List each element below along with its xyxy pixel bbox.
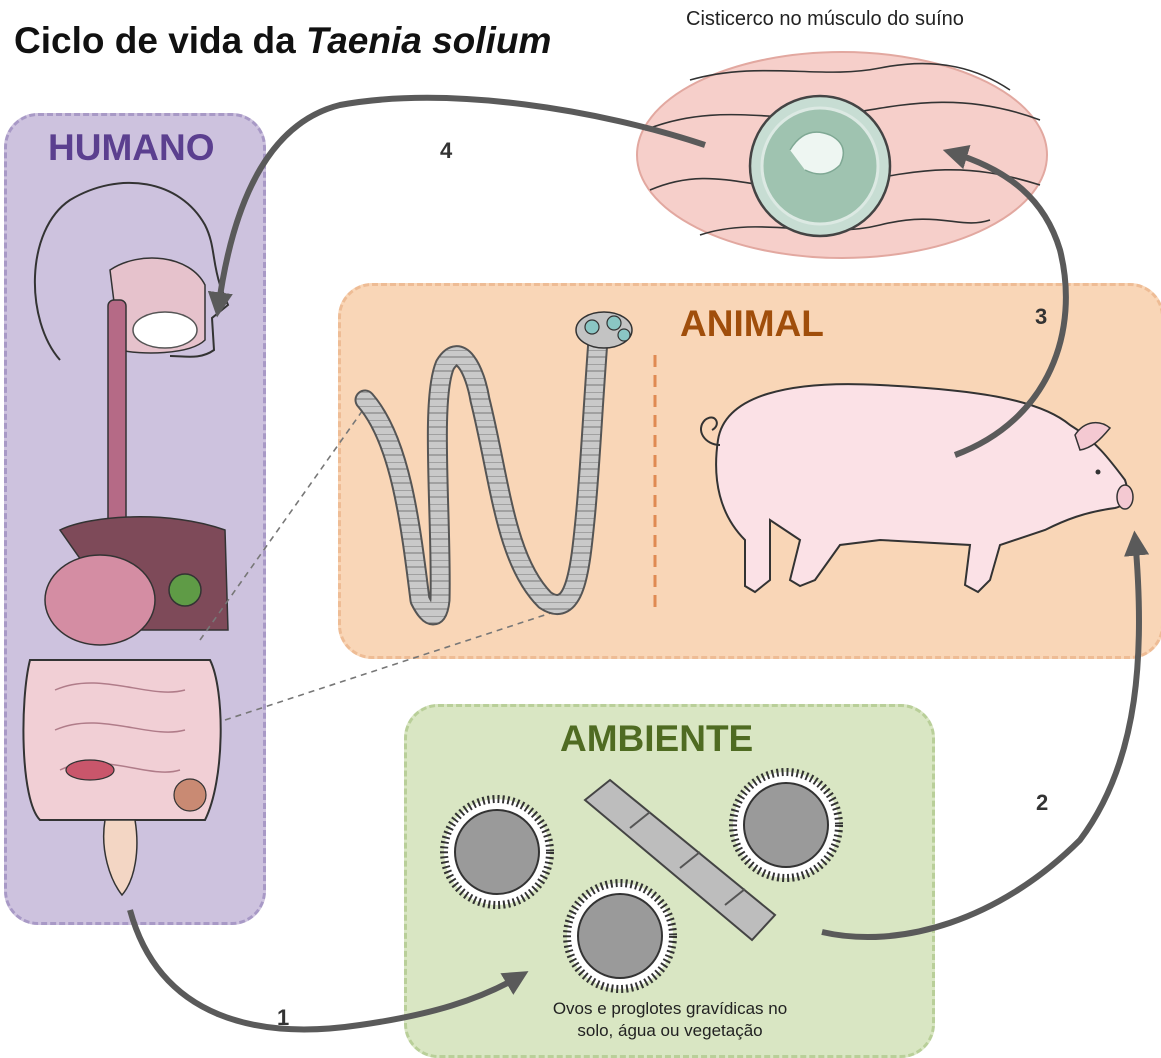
page-title: Ciclo de vida da Taenia solium [14, 20, 551, 62]
egg [733, 772, 839, 878]
pig [701, 384, 1133, 592]
step-4-label: 4 [440, 138, 452, 164]
title-species: Taenia solium [306, 20, 551, 61]
pig-muscle-cysticercus [637, 52, 1047, 258]
egg [567, 883, 673, 989]
zoom-line-top [200, 400, 370, 640]
environment-panel-title: AMBIENTE [560, 718, 753, 760]
arrow-step-1 [130, 910, 522, 1029]
step-1-label: 1 [277, 1005, 289, 1031]
animal-panel-title: ANIMAL [680, 303, 824, 345]
title-prefix: Ciclo de vida da [14, 20, 306, 61]
arrow-step-2 [822, 538, 1139, 937]
environment-caption-line1: Ovos e proglotes gravídicas no [500, 998, 840, 1020]
environment-caption-line2: solo, água ou vegetação [500, 1020, 840, 1042]
environment-caption: Ovos e proglotes gravídicas no solo, águ… [500, 998, 840, 1042]
arrow-step-4 [218, 98, 705, 310]
step-3-label: 3 [1035, 304, 1047, 330]
zoom-line-bottom [225, 610, 560, 720]
muscle-caption: Cisticerco no músculo do suíno [686, 8, 964, 31]
human-digestive-system [23, 183, 228, 895]
human-panel-title: HUMANO [48, 127, 214, 169]
step-2-label: 2 [1036, 790, 1048, 816]
egg [444, 799, 550, 905]
adult-tapeworm [365, 312, 632, 615]
